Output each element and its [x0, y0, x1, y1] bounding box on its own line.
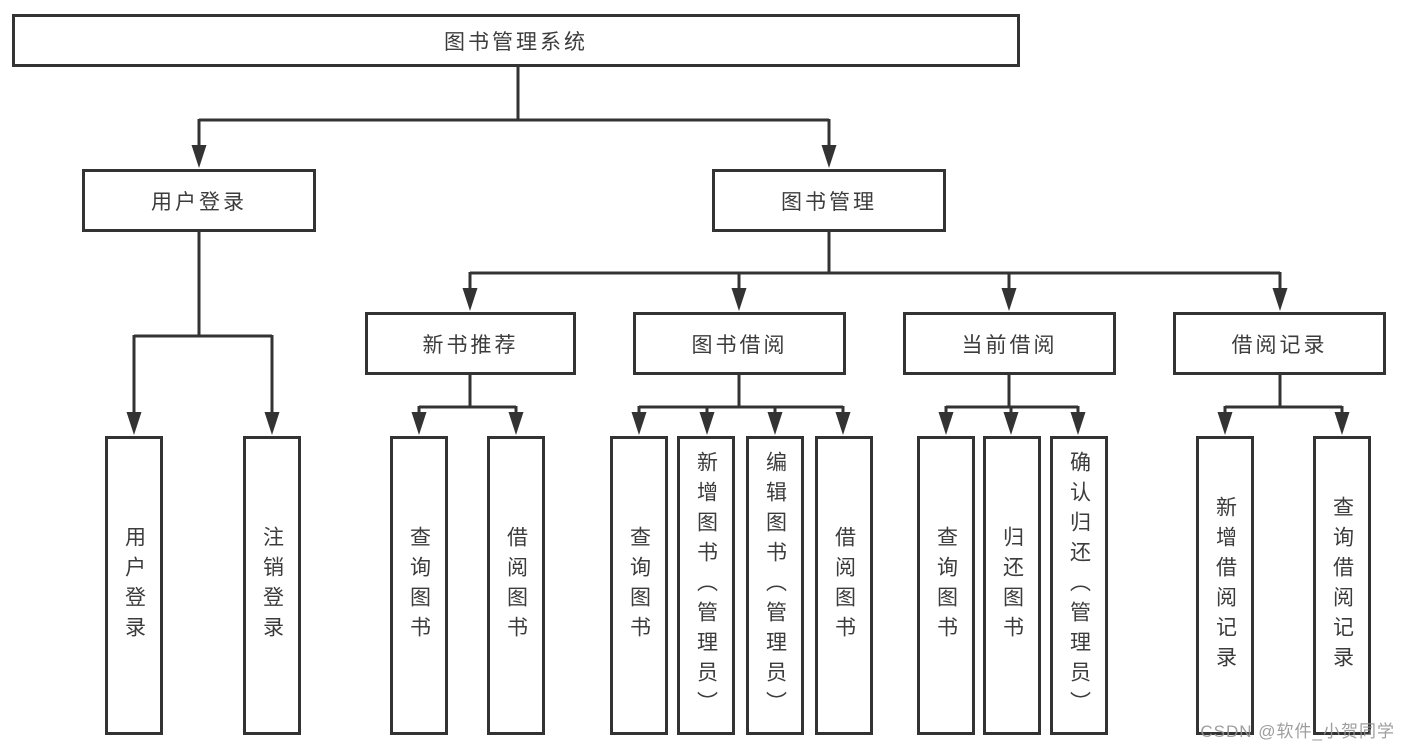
- arrow-down-icon: [411, 412, 427, 435]
- node-label: 图书管理系统: [444, 30, 588, 54]
- leaf-br-add-borrow-record: 新增借阅记录: [1196, 436, 1254, 735]
- node-library-management-system: 图书管理系统: [12, 14, 1020, 67]
- arrow-down-icon: [126, 412, 142, 435]
- node-label: 图书管理: [781, 190, 877, 214]
- arrow-down-icon: [631, 412, 647, 435]
- arrow-down-icon: [191, 145, 207, 168]
- node-label: 借阅图书: [504, 525, 528, 646]
- arrow-down-icon: [767, 412, 783, 435]
- arrow-down-icon: [1334, 412, 1350, 435]
- leaf-cb-query-books: 查询图书: [917, 436, 975, 735]
- arrow-down-icon: [1001, 288, 1017, 311]
- arrow-down-icon: [699, 412, 715, 435]
- leaf-nbr-query-books: 查询图书: [390, 436, 448, 735]
- leaf-br-query-borrow-record: 查询借阅记录: [1313, 436, 1371, 735]
- leaf-bb-borrow-books: 借阅图书: [815, 436, 873, 735]
- leaf-bb-add-books-admin: 新增图书（管理员）: [677, 436, 735, 735]
- arrow-down-icon: [1003, 412, 1019, 435]
- node-label: 查询图书: [627, 525, 651, 646]
- node-book-management: 图书管理: [712, 169, 946, 232]
- leaf-bb-query-books: 查询图书: [610, 436, 668, 735]
- leaf-bb-edit-books-admin: 编辑图书（管理员）: [746, 436, 804, 735]
- arrow-down-icon: [1272, 288, 1288, 311]
- node-new-book-recommendation: 新书推荐: [365, 312, 576, 375]
- arrow-down-icon: [938, 412, 954, 435]
- csdn-watermark: CSDN @软件_小贺同学: [1200, 722, 1395, 741]
- node-label: 查询借阅记录: [1330, 495, 1354, 676]
- node-label: 用户登录: [151, 190, 247, 214]
- node-user-login: 用户登录: [82, 169, 316, 232]
- node-label: 查询图书: [407, 525, 431, 646]
- arrow-down-icon: [821, 145, 837, 168]
- connector-user-login-to-leaves: [126, 231, 280, 435]
- node-label: 新增借阅记录: [1213, 495, 1237, 676]
- connector-current-borrowing-to-leaves: [938, 374, 1086, 435]
- arrow-down-icon: [731, 288, 747, 311]
- node-book-borrowing: 图书借阅: [633, 312, 846, 375]
- arrow-down-icon: [462, 288, 478, 311]
- node-label: 当前借阅: [961, 333, 1058, 357]
- connector-new-book-recommendation-to-leaves: [411, 374, 524, 435]
- leaf-user-login: 用户登录: [105, 436, 163, 735]
- node-borrowing-records: 借阅记录: [1173, 312, 1386, 375]
- node-label: 借阅图书: [832, 525, 856, 646]
- node-label: 新书推荐: [422, 333, 519, 357]
- arrow-down-icon: [508, 412, 524, 435]
- node-label: 确认归还（管理员）: [1067, 450, 1091, 721]
- connector-book-management-to-level3: [462, 231, 1288, 311]
- connector-book-borrowing-to-leaves: [631, 374, 851, 435]
- node-label: 用户登录: [122, 525, 146, 646]
- node-label: 新增图书（管理员）: [694, 450, 718, 721]
- connector-borrowing-records-to-leaves: [1217, 374, 1350, 435]
- node-label: 编辑图书（管理员）: [763, 450, 787, 721]
- node-label: 注销登录: [260, 525, 284, 646]
- leaf-cb-return-books: 归还图书: [983, 436, 1041, 735]
- arrow-down-icon: [1217, 412, 1233, 435]
- leaf-nbr-borrow-books: 借阅图书: [487, 436, 545, 735]
- arrow-down-icon: [264, 412, 280, 435]
- arrow-down-icon: [1070, 412, 1086, 435]
- node-current-borrowing: 当前借阅: [903, 312, 1116, 375]
- leaf-cb-confirm-return-admin: 确认归还（管理员）: [1050, 436, 1108, 735]
- leaf-logout: 注销登录: [243, 436, 301, 735]
- arrow-down-icon: [835, 412, 851, 435]
- node-label: 图书借阅: [691, 333, 788, 357]
- node-label: 借阅记录: [1231, 333, 1328, 357]
- node-label: 查询图书: [934, 525, 958, 646]
- connector-root-to-level2: [191, 66, 837, 168]
- node-label: 归还图书: [1000, 525, 1024, 646]
